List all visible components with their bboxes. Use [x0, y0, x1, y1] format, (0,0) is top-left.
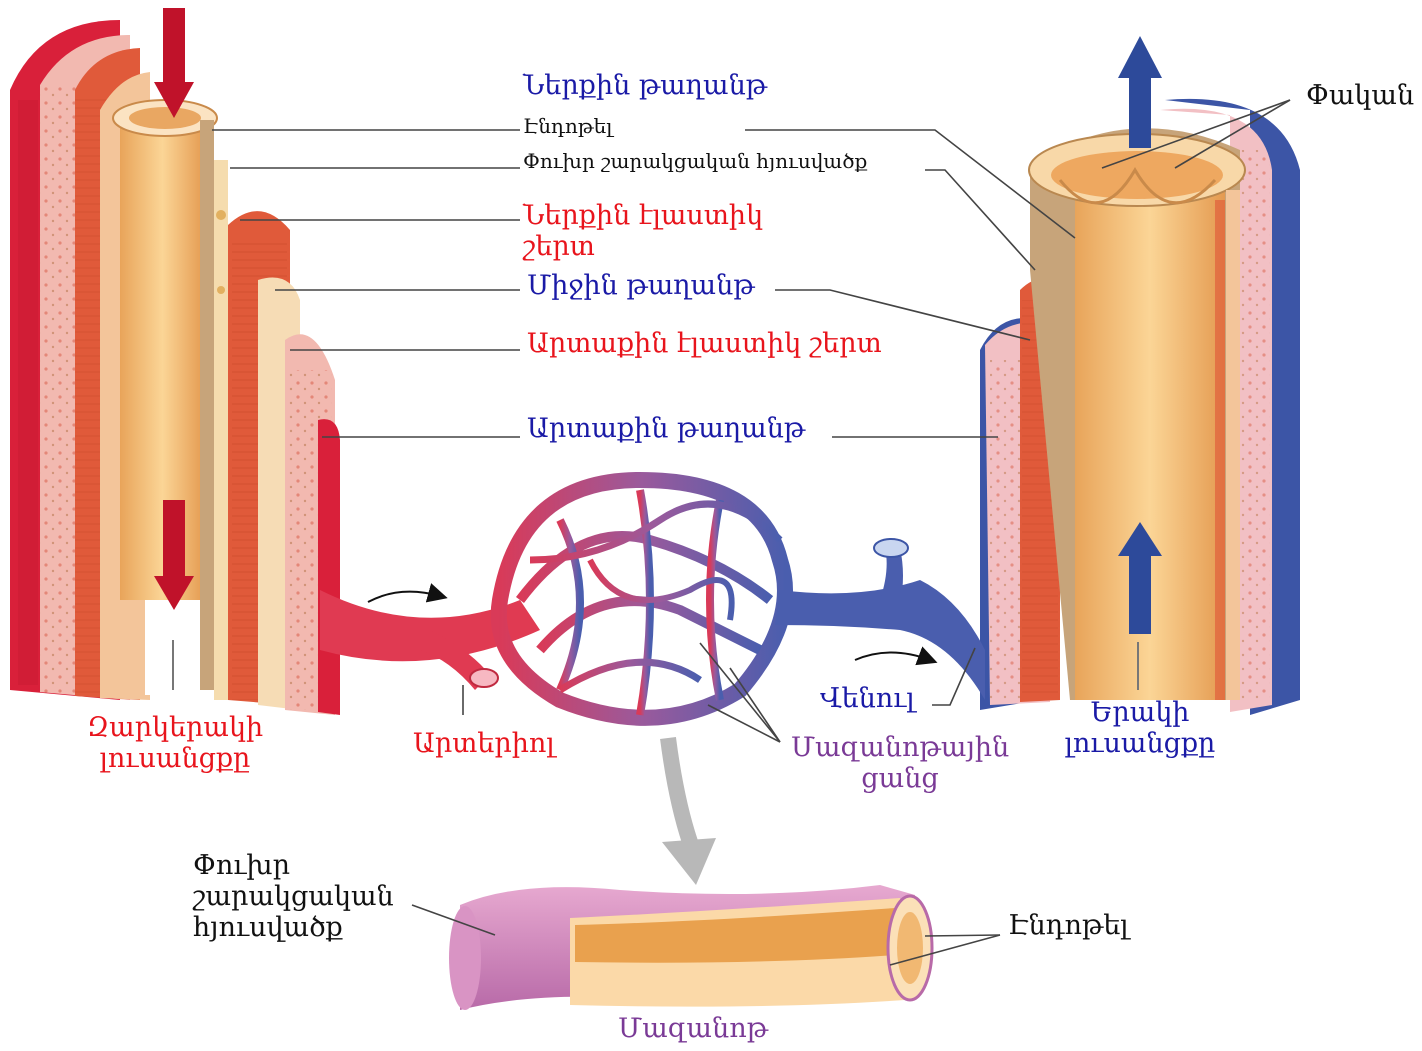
capillary-illustration [449, 885, 932, 1010]
capillary-endothelium-label: Էնդոթել [1008, 910, 1129, 941]
artery-lumen-label-line2: լուսանցքը [70, 743, 280, 774]
venule-label: Վենուլ [820, 683, 915, 714]
capillary-network-label: Մազանոթային ցանց [780, 732, 1020, 794]
valve-label: Փական [1306, 80, 1414, 111]
tunica-externa-label: Արտաքին թաղանթ [527, 413, 805, 444]
capillary-title-label: Մազանոթ [618, 1013, 768, 1044]
tunica-media-label: Միջին թաղանթ [527, 270, 755, 301]
loose-connective-tissue-label: Փուխր շարակցական հյուսվածք [523, 150, 867, 173]
capillary-connective-tissue-label: Փուխր շարակցական հյուսվածք [193, 850, 394, 943]
vein-illustration [980, 36, 1300, 715]
capillary-connective-line2: շարակցական [193, 881, 394, 912]
capillary-network-label-line2: ցանց [780, 763, 1020, 794]
artery-lumen-label-line1: Զարկերակի [70, 712, 280, 743]
internal-elastic-layer-label: Ներքին էլաստիկ շերտ [523, 200, 793, 262]
capillary-connective-line3: հյուսվածք [193, 912, 394, 943]
vein-lumen-label: Երակի լուսանցքը [1040, 697, 1240, 759]
endothelium-label: Էնդոթել [523, 115, 612, 138]
artery-illustration [10, 8, 340, 715]
zoom-arrow-icon [662, 738, 716, 885]
vein-lumen-label-line2: լուսանցքը [1040, 728, 1240, 759]
capillary-network-label-line1: Մազանոթային [780, 732, 1020, 763]
arteriole-label: Արտերիոլ [413, 728, 555, 759]
artery-lumen-label: Զարկերակի լուսանցքը [70, 712, 280, 774]
tunica-intima-label: Ներքին թաղանթ [523, 70, 767, 101]
capillary-connective-line1: Փուխր [193, 850, 394, 881]
vein-lumen-label-line1: Երակի [1040, 697, 1240, 728]
external-elastic-layer-label: Արտաքին էլաստիկ շերտ [527, 328, 882, 359]
